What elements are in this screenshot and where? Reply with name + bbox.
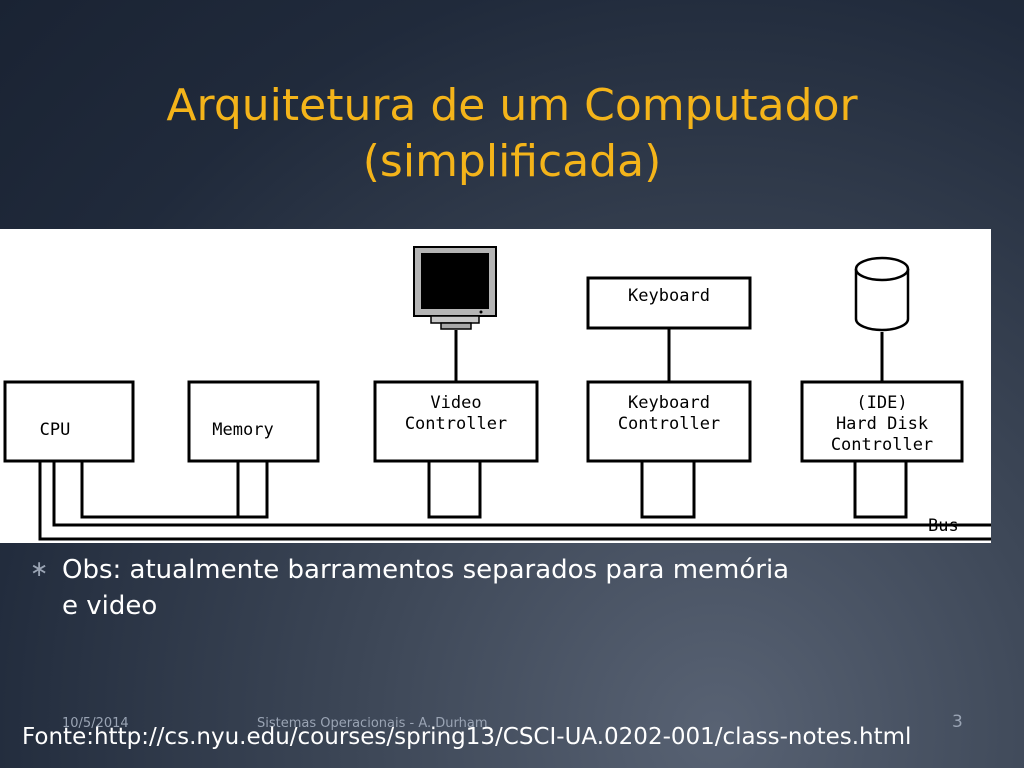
keyboard-box: Keyboard [586,276,752,330]
slide-title-line2: (simplificada) [362,136,662,187]
disk-controller-label-line1: (IDE) [856,393,907,413]
footer-date: 10/5/2014 [62,716,129,731]
footer-title: Sistemas Operacionais - A. Durham [257,716,488,731]
slide-title-line1: Arquitetura de um Computador [166,80,858,131]
disk-controller-label-line2: Hard Disk [836,414,928,434]
video-controller-label-line2: Controller [405,414,507,434]
disk-controller-label-line3: Controller [831,435,933,455]
bullet-item: ∗ Obs: atualmente barramentos separados … [30,552,810,624]
keyboard-controller-box: Keyboard Controller [586,380,752,463]
disk-cylinder-icon [854,256,910,332]
slide-title: Arquitetura de um Computador (simplifica… [0,78,1024,190]
device-connectors [454,328,884,382]
keyboard-controller-label-line2: Controller [618,414,720,434]
bus-label: Bus [928,516,959,536]
architecture-diagram: CPU Memory Video Controller Keyboard Con… [0,229,991,543]
keyboard-controller-label-line1: Keyboard [628,393,710,413]
keyboard-label: Keyboard [628,286,710,306]
memory-label: Memory [212,420,273,440]
bus-lines [38,461,991,541]
cpu-box: CPU [3,380,135,463]
monitor-icon [413,246,497,330]
source-citation: Fonte:http://cs.nyu.edu/courses/spring13… [22,724,912,750]
bullet-text: Obs: atualmente barramentos separados pa… [62,555,790,621]
cpu-label: CPU [40,420,71,440]
disk-controller-box: (IDE) Hard Disk Controller [800,380,964,463]
architecture-diagram-svg: CPU Memory Video Controller Keyboard Con… [3,246,991,541]
bullet-icon: ∗ [30,557,49,582]
video-controller-label-line1: Video [430,393,481,413]
page-number: 3 [952,712,963,732]
memory-box: Memory [187,380,320,463]
video-controller-box: Video Controller [373,380,539,463]
